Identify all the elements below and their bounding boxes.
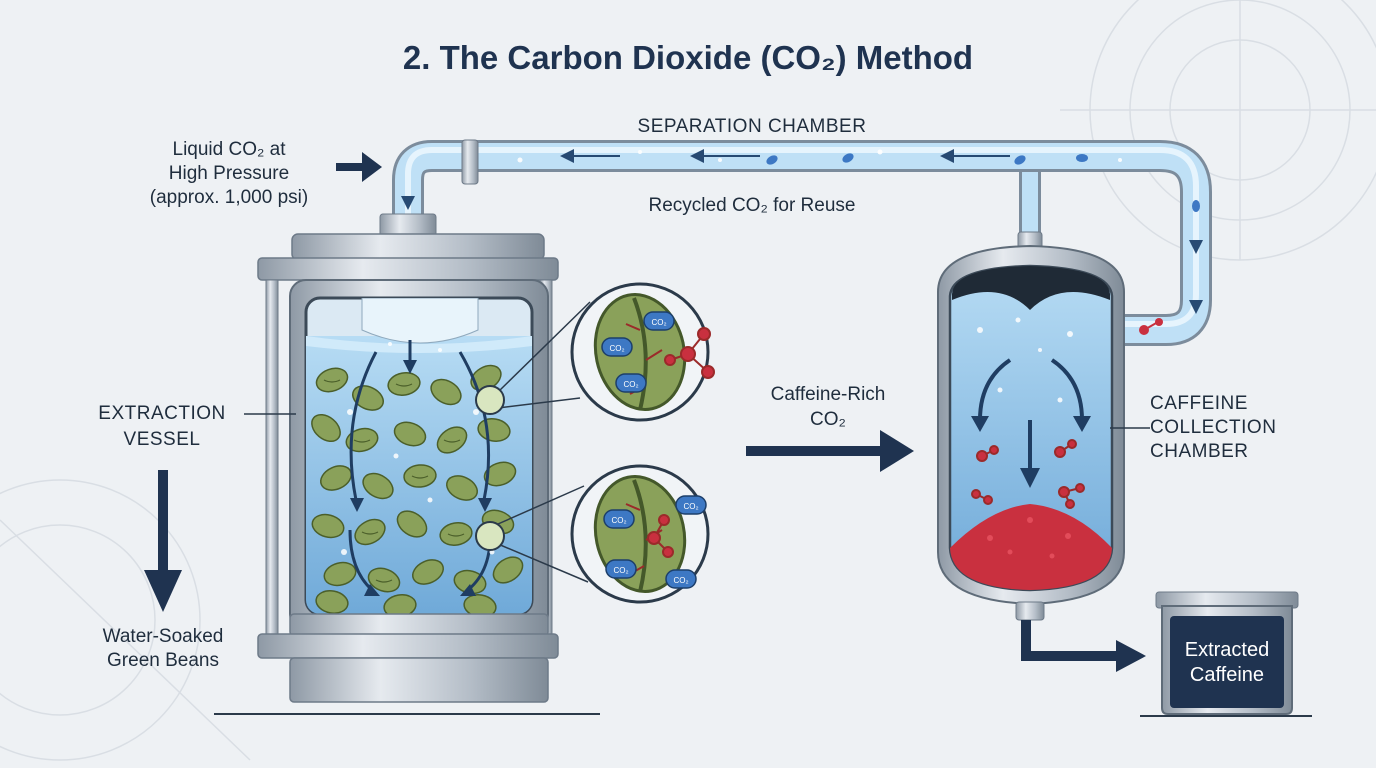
co2-label: CO₂ bbox=[611, 516, 626, 525]
recycled-co2-label: Recycled CO₂ for Reuse bbox=[648, 195, 856, 216]
arrow-down-icon bbox=[144, 470, 182, 612]
co2-molecule-icon: CO₂ bbox=[615, 373, 647, 393]
collection-chamber-label-line3: CHAMBER bbox=[1150, 441, 1249, 462]
extraction-vessel bbox=[214, 213, 600, 715]
beans-label-line1: Water-Soaked bbox=[102, 626, 224, 647]
co2-label: CO₂ bbox=[623, 380, 638, 389]
page-title: 2. The Carbon Dioxide (CO₂) Method bbox=[402, 39, 974, 76]
caffeine-rich-label-line2: CO₂ bbox=[810, 409, 846, 430]
co2-molecule-icon: CO₂ bbox=[643, 311, 675, 331]
co2-label: CO₂ bbox=[613, 566, 628, 575]
co2-label: CO₂ bbox=[651, 318, 666, 327]
recycle-pipe bbox=[392, 139, 1212, 346]
caffeine-rich-label-line1: Caffeine-Rich bbox=[770, 384, 886, 405]
extraction-vessel-label-line1: EXTRACTION bbox=[98, 403, 226, 424]
collection-chamber-label-line2: COLLECTION bbox=[1150, 417, 1277, 438]
co2-molecule-icon: CO₂ bbox=[675, 495, 707, 515]
extracted-caffeine-label-line2: Caffeine bbox=[1189, 664, 1265, 686]
co2-molecule-icon: CO₂ bbox=[603, 509, 635, 529]
separation-chamber-label: SEPARATION CHAMBER bbox=[637, 116, 867, 137]
co2-label: CO₂ bbox=[673, 576, 688, 585]
extracted-caffeine-container bbox=[1140, 591, 1312, 717]
caffeine-molecule-icon bbox=[647, 327, 715, 558]
arrow-right-icon bbox=[336, 152, 382, 182]
inlet-label-line3: (approx. 1,000 psi) bbox=[149, 187, 309, 208]
inlet-label-line1: Liquid CO₂ at bbox=[172, 139, 286, 160]
co2-molecule-icon: CO₂ bbox=[601, 337, 633, 357]
co2-molecule-icon: CO₂ bbox=[665, 569, 697, 589]
collection-chamber-label-line1: CAFFEINE bbox=[1150, 393, 1248, 414]
extraction-vessel-label-line2: VESSEL bbox=[123, 429, 201, 450]
beans-label-line2: Green Beans bbox=[107, 650, 219, 671]
inlet-label-line2: High Pressure bbox=[168, 163, 290, 184]
caffeine-molecule-icon bbox=[1139, 318, 1163, 335]
co2-molecules: CO₂ CO₂ CO₂ CO₂ CO₂ CO₂ CO₂ bbox=[601, 311, 707, 589]
co2-molecule-icon: CO₂ bbox=[605, 559, 637, 579]
green-beans bbox=[311, 364, 524, 614]
arrow-right-icon bbox=[1021, 620, 1146, 672]
collection-chamber bbox=[937, 231, 1125, 621]
arrow-right-icon bbox=[746, 430, 914, 472]
co2-label: CO₂ bbox=[609, 344, 624, 353]
co2-label: CO₂ bbox=[683, 502, 698, 511]
extracted-caffeine-label-line1: Extracted bbox=[1184, 639, 1270, 661]
